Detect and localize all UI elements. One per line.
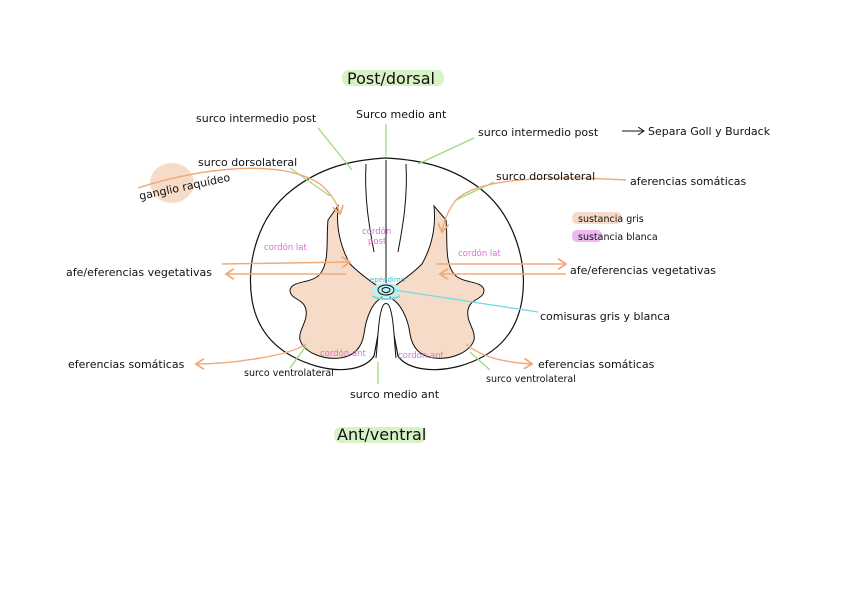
legend-blanca-swatch: [572, 230, 602, 242]
label-epindimo: epéndimo: [370, 276, 405, 284]
label-aferencias-somaticas: aferencias somáticas: [630, 175, 747, 188]
label-surco-dorsolateral-right: surco dorsolateral: [496, 170, 595, 183]
label-surco-ventrolateral-left: surco ventrolateral: [244, 368, 334, 379]
gray-matter-left: [289, 204, 383, 359]
central-canal-inner: [381, 287, 391, 293]
intermediate-sulcus-left: [365, 163, 375, 253]
label-afe-eferencias-right: afe/eferencias vegetativas: [570, 264, 716, 277]
title-bottom-highlight: [334, 427, 426, 443]
legend-blanca-label: sustancia blanca: [578, 232, 658, 243]
legend-gris-swatch: [572, 212, 622, 224]
intermediate-sulcus-right: [397, 163, 407, 253]
commissure-pointer: [393, 289, 539, 313]
label-surco-medio-ant-bottom: surco medio ant: [350, 388, 440, 401]
label-surco-intermedio-post-right: surco intermedio post: [478, 126, 599, 139]
label-cordon-post: cordón: [362, 226, 391, 237]
label-cordon-lat-right: cordón lat: [458, 248, 501, 259]
label-eferencias-right: eferencias somáticas: [538, 358, 655, 371]
label-eferencias-left: eferencias somáticas: [68, 358, 185, 371]
label-surco-medio-top: Surco medio ant: [356, 108, 447, 121]
anterior-median-fissure: [375, 303, 397, 359]
commissure-band: [371, 295, 401, 300]
title-bottom: Ant/ventral: [337, 425, 426, 444]
label-surco-dorsolateral-left: surco dorsolateral: [198, 156, 297, 169]
ganglion-blob: [150, 163, 194, 203]
legend-gris-label: sustancia gris: [578, 214, 644, 225]
title-top: Post/dorsal: [347, 69, 435, 88]
central-canal-highlight: [372, 283, 400, 297]
label-surco-intermedio-post-left: surco intermedio post: [196, 112, 317, 125]
label-cordon-post-2: post: [368, 237, 387, 247]
label-cordon-lat-left: cordón lat: [264, 242, 307, 253]
gray-matter-right: [389, 204, 485, 359]
label-cordon-ant-left: cordón ant: [320, 348, 367, 359]
label-comisuras: comisuras gris y blanca: [540, 310, 670, 323]
label-surco-ventrolateral-right: surco ventrolateral: [486, 374, 576, 385]
label-separa-goll: Separa Goll y Burdack: [648, 125, 771, 138]
orange-arrows: [137, 167, 627, 364]
green-pointer-lines: [289, 124, 495, 384]
label-cordon-ant-right: cordón ant: [398, 350, 445, 361]
label-afe-eferencias-left: afe/eferencias vegetativas: [66, 266, 212, 279]
title-top-highlight: [342, 70, 444, 86]
